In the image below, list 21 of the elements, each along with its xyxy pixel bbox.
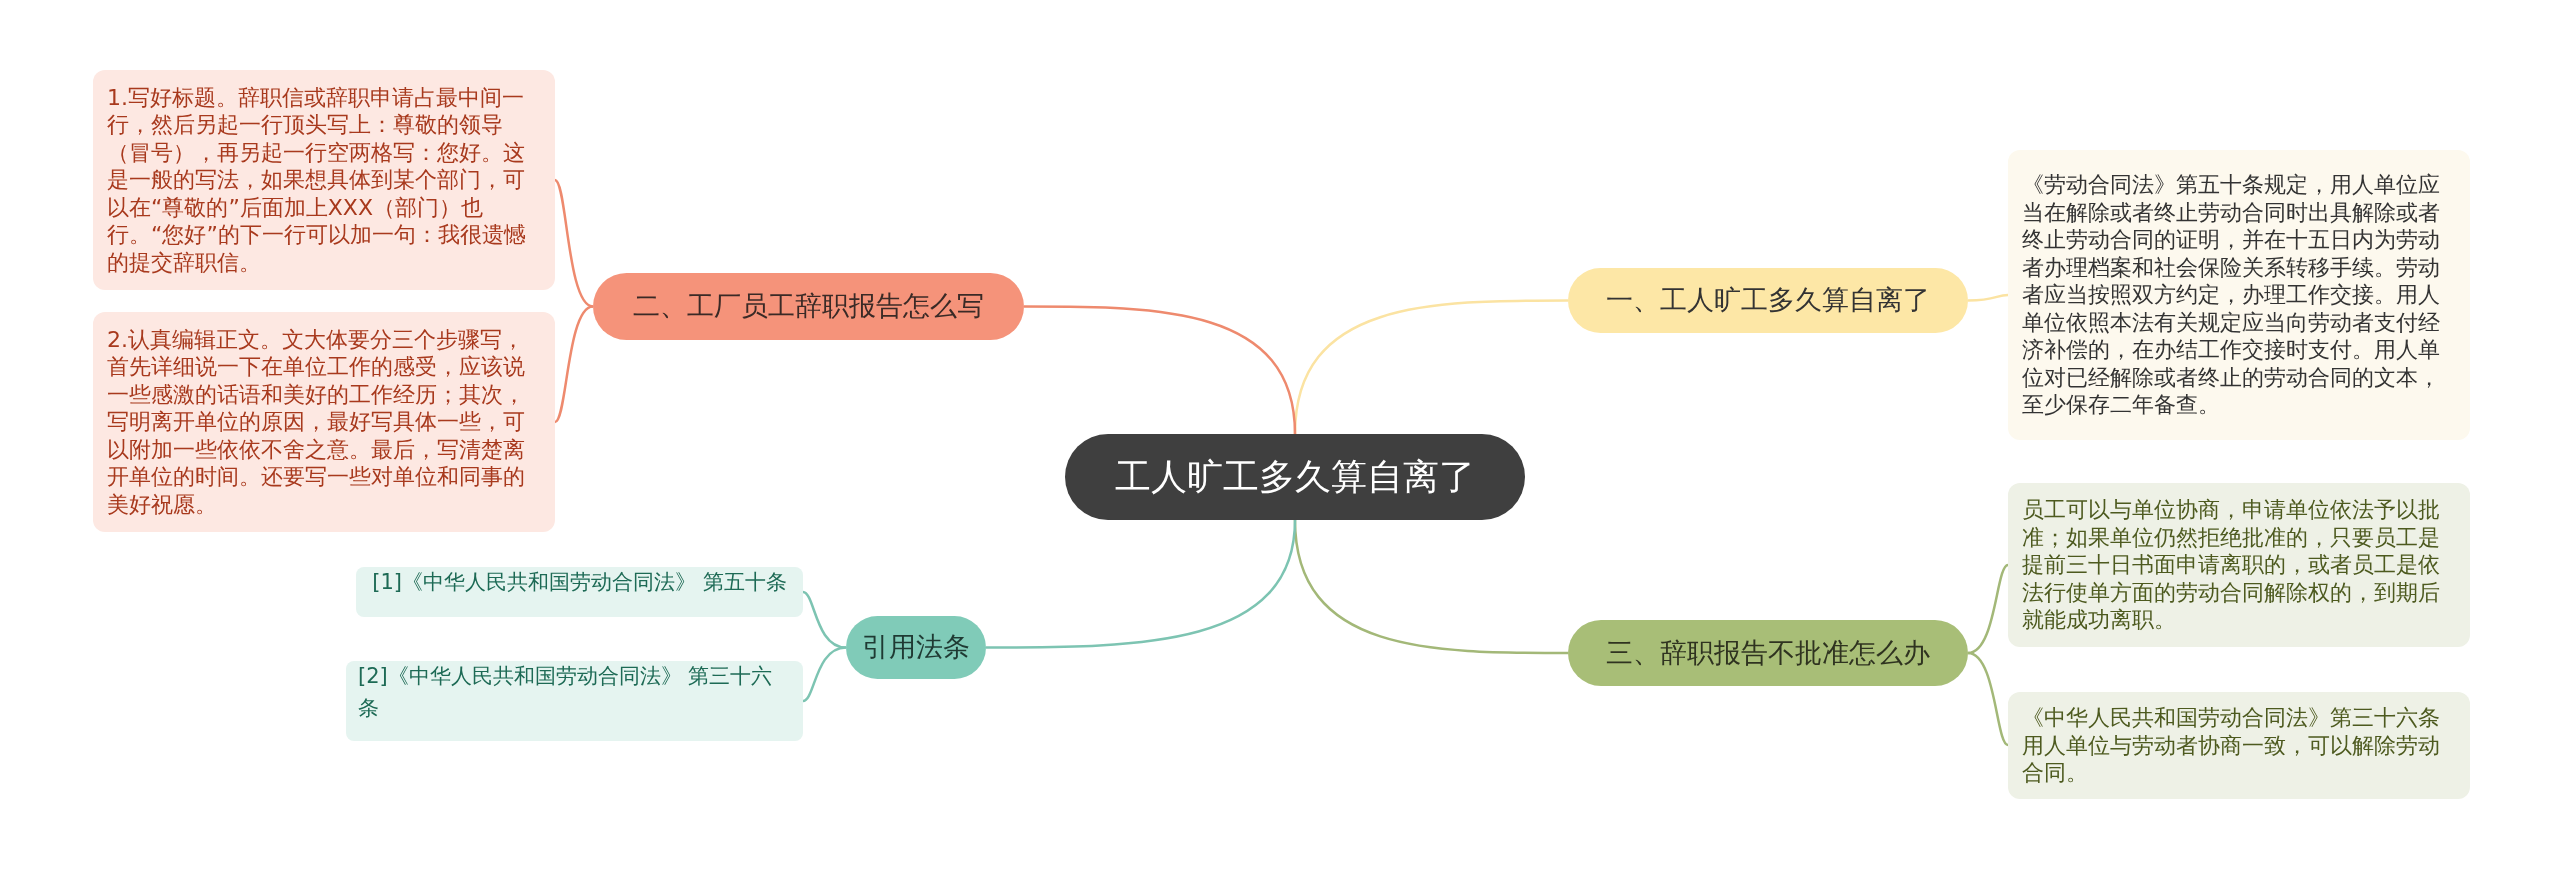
central-topic: 工人旷工多久算自离了 (1065, 434, 1525, 520)
branch-topic: 引用法条 (846, 616, 986, 679)
reference-card: [1]《中华人民共和国劳动合同法》 第五十条 (356, 567, 803, 617)
note-card: 《中华人民共和国劳动合同法》第三十六条用人单位与劳动者协商一致，可以解除劳动合同。 (2008, 692, 2470, 799)
connector-line (1967, 293, 2009, 302)
note-card: 《劳动合同法》第五十条规定，用人单位应当在解除或者终止劳动合同时出具解除或者终止劳动合同的证明，并在十五日内为劳动者办理档案和社会保险关系转移手续。劳动者应当按照双方约定，办理工作交接。用人单位依照本法有关规定应当向劳动者支付经济补偿的，在办结工作交接时支付。用人单位对已经解除或者终止的劳动合同的文本，至少保存二年备查。 (2008, 150, 2470, 440)
connector-line (1967, 563, 2009, 655)
branch-topic: 二、工厂员工辞职报告怎么写 (593, 273, 1024, 340)
connector-line (802, 646, 847, 703)
reference-card: [2]《中华人民共和国劳动合同法》 第三十六条 (346, 661, 803, 741)
connector-line (802, 590, 847, 649)
connector-line (1967, 651, 2009, 747)
note-card: 员工可以与单位协商，申请单位依法予以批准；如果单位仍然拒绝批准的，只要员工是提前三十日书面申请离职的，或者员工是依法行使单方面的劳动合同解除权的，到期后就能成功离职。 (2008, 483, 2470, 647)
connector-line (1024, 305, 1297, 435)
note-card: 2.认真编辑正文。文大体要分三个步骤写，首先详细说一下在单位工作的感受，应该说一些感激的话语和美好的工作经历；其次，写明离开单位的原因，最好写具体一些，可以附加一些依依不舍之意。最后，写清楚离开单位的时间。还要写一些对单位和同事的美好祝愿。 (93, 312, 555, 532)
branch-topic: 三、辞职报告不批准怎么办 (1568, 620, 1968, 686)
connector-line (554, 179, 594, 308)
note-card: 1.写好标题。辞职信或辞职申请占最中间一行，然后另起一行顶头写上：尊敬的领导（冒号），再另起一行空两格写：您好。这是一般的写法，如果想具体到某个部门，可以在“尊敬的”后面加上XXX（部门）也行。“您好”的下一行可以加一句：我很遗憾的提交辞职信。 (93, 70, 555, 290)
connector-line (554, 305, 594, 423)
connector-line (986, 519, 1297, 649)
branch-topic: 一、工人旷工多久算自离了 (1568, 268, 1968, 333)
